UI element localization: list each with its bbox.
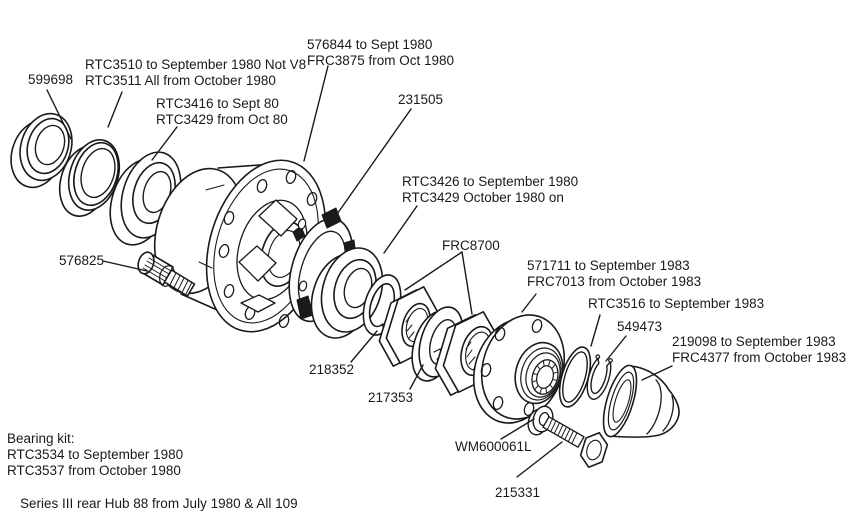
leader-rtc3416 [151,126,178,161]
label-rtc3516: RTC3516 to September 1983 [588,296,765,311]
leader-wm600061l [500,418,535,440]
leader-549473 [605,335,627,362]
leader-218352 [350,330,378,363]
part-drawing-seal-599698 [10,112,73,189]
leader-219098 [641,365,673,381]
leader-599698 [46,89,72,140]
part-drawing-circlip-549473 [586,354,613,400]
leader-576844 [303,65,329,162]
leader-571711 [521,293,537,313]
leader-lines [46,65,673,478]
label-571711-frc7013: 571711 to September 1983 FRC7013 from Oc… [527,258,702,289]
part-drawing-driveflange-571711 [472,314,566,424]
part-drawing-hubcap-219098 [602,364,680,438]
part-drawing-stud-576825 [137,251,196,297]
label-576825: 576825 [59,253,105,268]
leader-215331 [516,441,563,478]
leader-frc8700-b [461,251,473,315]
label-frc8700: FRC8700 [442,238,500,253]
label-215331: 215331 [495,485,541,500]
label-rtc3510-rtc3511: RTC3510 to September 1980 Not V8 RTC3511… [85,57,307,88]
leader-frc8700-a [404,251,463,291]
bearing-kit-note: Bearing kit: RTC3534 to September 1980 R… [7,431,184,478]
label-231505: 231505 [398,92,444,107]
label-218352: 218352 [309,362,355,377]
caption: Series III rear Hub 88 from July 1980 & … [20,496,298,511]
label-549473: 549473 [617,319,663,334]
leader-217353 [409,364,424,390]
leader-rtc3426 [383,205,418,254]
part-drawing-seal-rtc3510 [58,139,121,217]
label-wm600061l: WM600061L [455,439,532,454]
label-217353: 217353 [368,390,414,405]
leader-rtc3510 [107,91,123,128]
part-drawing-bearing-rtc3426 [310,247,384,339]
label-rtc3416-rtc3429: RTC3416 to Sept 80 RTC3429 from Oct 80 [156,96,288,127]
label-219098-frc4377: 219098 to September 1983 FRC4377 from Oc… [672,334,847,365]
leader-rtc3516 [590,314,601,347]
part-drawing-bolt-215331 [542,416,609,468]
label-576844-frc3875: 576844 to Sept 1980 FRC3875 from Oct 198… [307,37,455,68]
label-599698: 599698 [28,72,74,87]
label-rtc3426-rtc3429: RTC3426 to September 1980 RTC3429 Octobe… [402,174,579,205]
leader-231505 [334,108,412,218]
leader-576825 [102,260,148,272]
